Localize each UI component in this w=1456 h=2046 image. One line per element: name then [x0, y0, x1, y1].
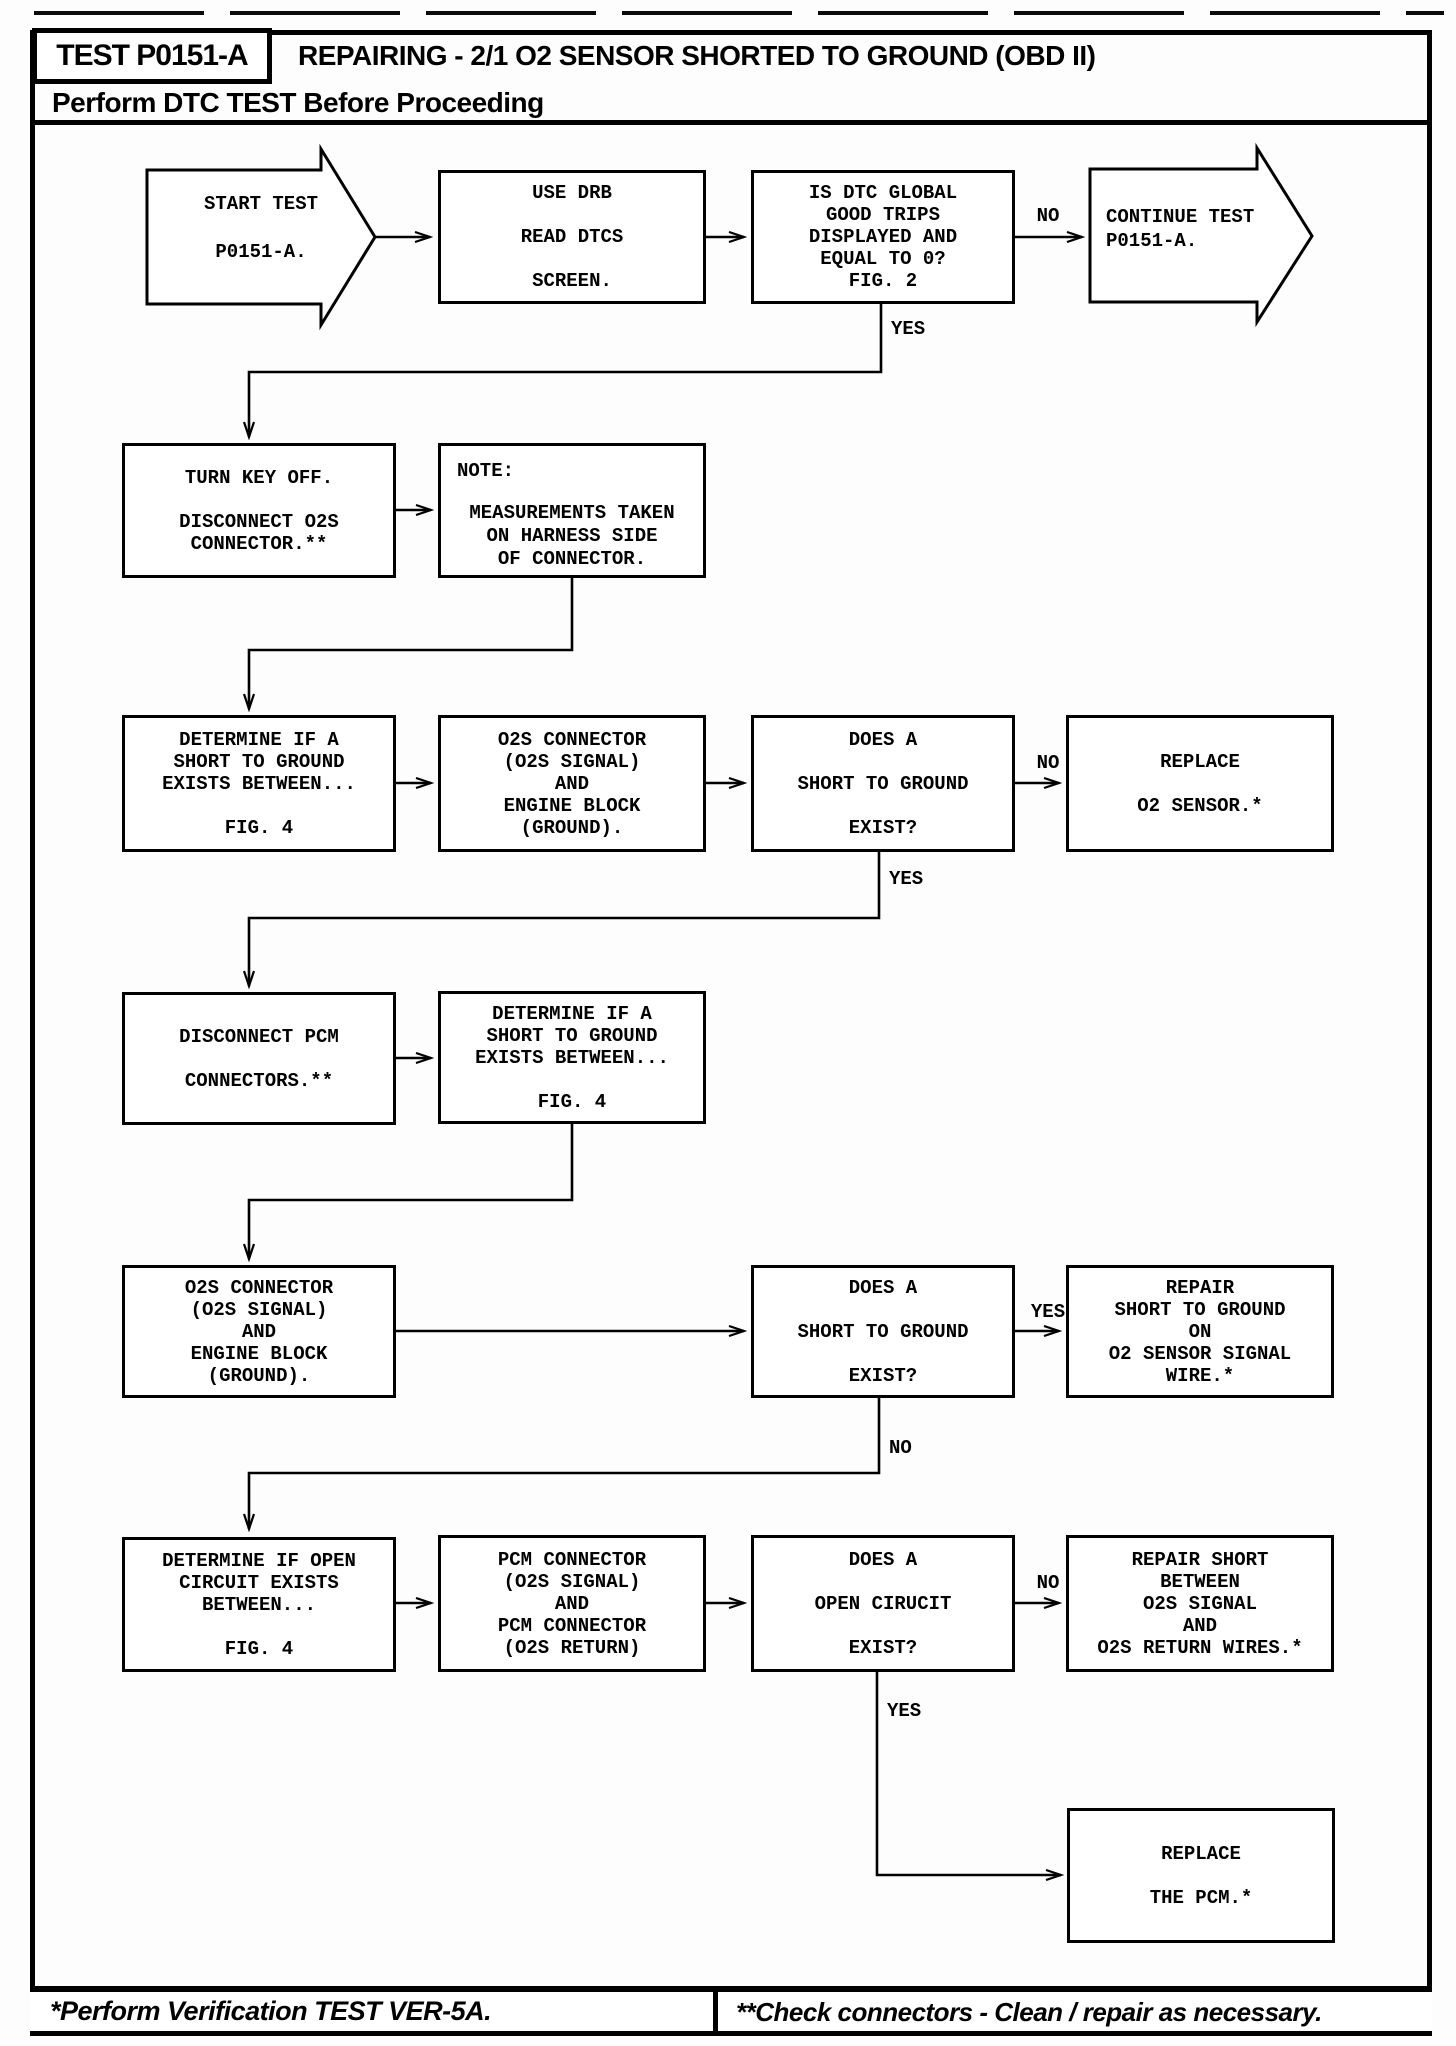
node-determine-short-1: DETERMINE IF A SHORT TO GROUND EXISTS BE… — [122, 715, 396, 852]
node-determine-short-2: DETERMINE IF A SHORT TO GROUND EXISTS BE… — [438, 991, 706, 1124]
label-yes-4: YES — [887, 1700, 922, 1722]
footnote-connectors: **Check connectors - Clean / repair as n… — [713, 1992, 1432, 2031]
label-yes-2: YES — [889, 868, 924, 890]
note-title: NOTE: — [457, 460, 515, 482]
label-no-2: NO — [1036, 752, 1060, 774]
node-o2s-connector-2: O2S CONNECTOR (O2S SIGNAL) AND ENGINE BL… — [122, 1265, 396, 1398]
label-yes-3: YES — [1030, 1301, 1066, 1323]
node-pcm-connector: PCM CONNECTOR (O2S SIGNAL) AND PCM CONNE… — [438, 1535, 706, 1672]
node-start-test: START TEST P0151-A. — [203, 193, 319, 263]
node-repair-short-to-ground: REPAIR SHORT TO GROUND ON O2 SENSOR SIGN… — [1066, 1265, 1334, 1398]
node-does-open-circuit-exist: DOES A OPEN CIRUCIT EXIST? — [751, 1535, 1015, 1672]
node-replace-o2-sensor: REPLACE O2 SENSOR.* — [1066, 715, 1334, 852]
node-does-short-exist-1: DOES A SHORT TO GROUND EXIST? — [751, 715, 1015, 852]
node-use-drb: USE DRB READ DTCS SCREEN. — [438, 170, 706, 304]
node-determine-open-circuit: DETERMINE IF OPEN CIRCUIT EXISTS BETWEEN… — [122, 1537, 396, 1672]
node-turn-key-off: TURN KEY OFF. DISCONNECT O2S CONNECTOR.*… — [122, 443, 396, 578]
start-arrow-shape — [145, 143, 377, 331]
node-disconnect-pcm: DISCONNECT PCM CONNECTORS.** — [122, 992, 396, 1125]
label-no-1: NO — [1036, 205, 1060, 227]
node-is-dtc-global: IS DTC GLOBAL GOOD TRIPS DISPLAYED AND E… — [751, 170, 1015, 304]
node-replace-pcm: REPLACE THE PCM.* — [1067, 1808, 1335, 1943]
node-repair-short-between: REPAIR SHORT BETWEEN O2S SIGNAL AND O2S … — [1066, 1535, 1334, 1672]
node-does-short-exist-2: DOES A SHORT TO GROUND EXIST? — [751, 1265, 1015, 1398]
node-note: NOTE: MEASUREMENTS TAKEN ON HARNESS SIDE… — [438, 443, 706, 578]
scan-artifact-line — [34, 11, 1444, 15]
node-continue-test: CONTINUE TEST P0151-A. — [1106, 206, 1255, 252]
test-id-label: TEST P0151-A — [56, 39, 248, 72]
label-no-3: NO — [889, 1437, 912, 1459]
page-subtitle: Perform DTC TEST Before Proceeding — [52, 87, 544, 118]
node-o2s-connector-1: O2S CONNECTOR (O2S SIGNAL) AND ENGINE BL… — [438, 715, 706, 852]
footnote-bar: *Perform Verification TEST VER-5A. **Che… — [30, 1986, 1432, 2036]
header-separator — [30, 120, 1432, 125]
continue-arrow-shape — [1088, 142, 1314, 328]
note-body: MEASUREMENTS TAKEN ON HARNESS SIDE OF CO… — [469, 502, 675, 570]
label-yes-1: YES — [891, 318, 926, 340]
page-title: REPAIRING - 2/1 O2 SENSOR SHORTED TO GRO… — [298, 40, 1096, 71]
label-no-4: NO — [1036, 1572, 1060, 1594]
test-id-box: TEST P0151-A — [32, 28, 272, 84]
footnote-verification: *Perform Verification TEST VER-5A. — [50, 1996, 492, 2026]
